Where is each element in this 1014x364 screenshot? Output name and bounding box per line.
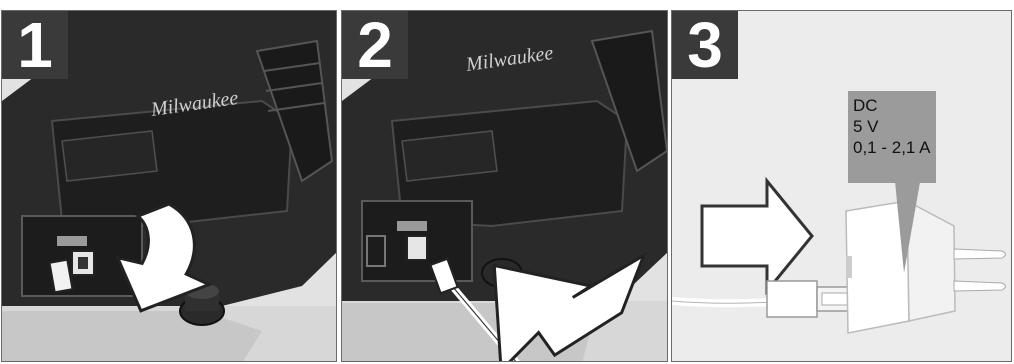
step-2-panel: 2 Milwaukee: [341, 10, 668, 362]
step-1-panel: 1 Milwaukee: [1, 10, 337, 362]
spec-current-type: DC: [853, 95, 936, 116]
step-1-number: 1: [2, 11, 68, 79]
direction-arrow: [702, 181, 812, 291]
step-2-number: 2: [342, 11, 408, 79]
step-3-panel: 3 DC 5 V 0,1 - 2,1 A: [671, 10, 1012, 362]
spec-current-range: 0,1 - 2,1 A: [853, 137, 936, 158]
step-3-number: 3: [672, 11, 738, 79]
spec-voltage: 5 V: [853, 116, 936, 137]
charger-spec-label: DC 5 V 0,1 - 2,1 A: [848, 91, 936, 183]
